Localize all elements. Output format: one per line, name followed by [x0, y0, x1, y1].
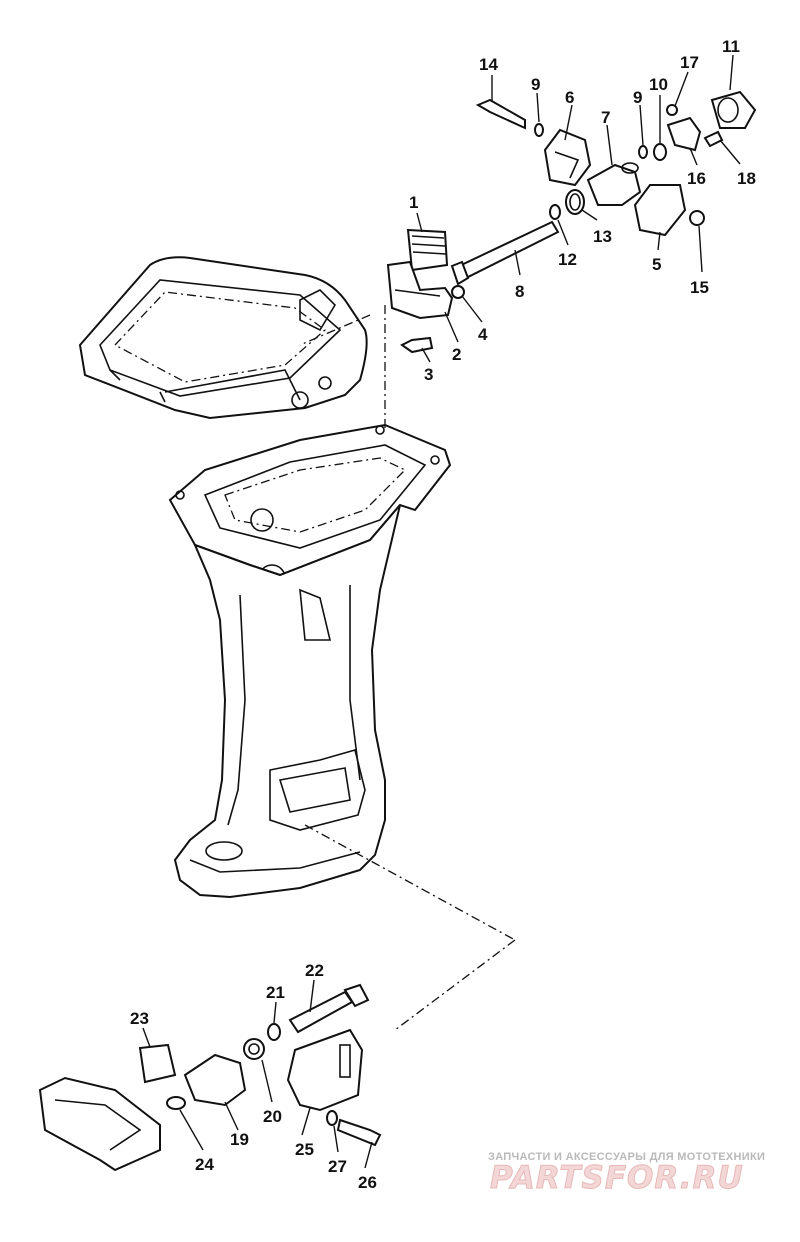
callout-9b: 9 — [633, 88, 642, 107]
tiller-handle-drawing — [78, 256, 368, 420]
watermark-logo: PARTSFOR.RU — [490, 1160, 744, 1196]
assembly-lines — [299, 305, 516, 1031]
callout-22: 22 — [305, 961, 324, 980]
leader-lines — [142, 54, 741, 1169]
drive-shaft-housing-drawing — [168, 423, 452, 899]
callout-25: 25 — [295, 1140, 314, 1159]
callout-6: 6 — [565, 88, 574, 107]
callout-1: 1 — [409, 193, 418, 212]
callout-20: 20 — [263, 1107, 282, 1126]
lower-mount-parts — [38, 983, 382, 1172]
callout-2: 2 — [452, 345, 461, 364]
callout-18: 18 — [737, 169, 756, 188]
callout-15: 15 — [690, 278, 709, 297]
callout-26: 26 — [358, 1173, 377, 1192]
callout-5: 5 — [652, 255, 661, 274]
callout-12: 12 — [558, 250, 577, 269]
callout-14: 14 — [479, 55, 498, 74]
callout-16: 16 — [687, 169, 706, 188]
callout-4: 4 — [478, 325, 488, 344]
callout-19: 19 — [230, 1130, 249, 1149]
callout-27: 27 — [328, 1157, 347, 1176]
callout-3: 3 — [424, 365, 433, 384]
callout-11: 11 — [722, 37, 740, 56]
callout-7: 7 — [601, 108, 610, 127]
callout-17: 17 — [680, 53, 699, 72]
callout-13: 13 — [593, 227, 612, 246]
watermark-tagline: ЗАПЧАСТИ И АКСЕССУАРЫ ДЛЯ МОТОТЕХНИКИ — [488, 1151, 765, 1163]
callout-8: 8 — [515, 282, 524, 301]
upper-mount-parts — [386, 90, 757, 354]
callout-21: 21 — [266, 983, 285, 1002]
callout-24: 24 — [195, 1155, 214, 1174]
callout-10: 10 — [649, 75, 668, 94]
watermark: ЗАПЧАСТИ И АКСЕССУАРЫ ДЛЯ МОТОТЕХНИКИ PA… — [488, 1151, 765, 1197]
callout-9a: 9 — [531, 75, 540, 94]
callout-numbers: 1 2 3 4 5 6 7 8 9 9 10 11 12 13 14 15 16… — [130, 37, 756, 1192]
callout-23: 23 — [130, 1009, 149, 1028]
